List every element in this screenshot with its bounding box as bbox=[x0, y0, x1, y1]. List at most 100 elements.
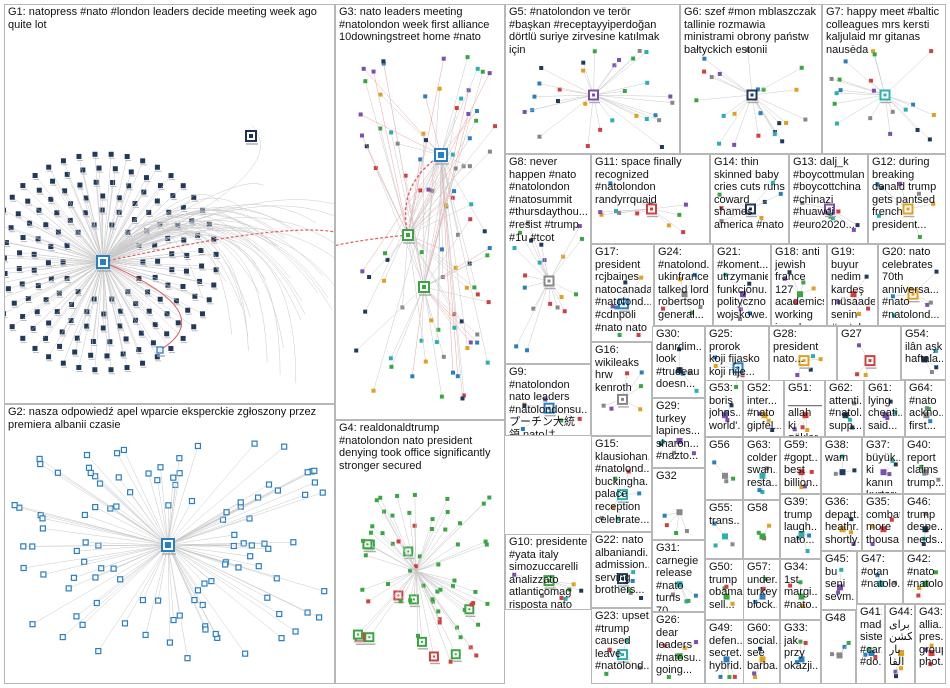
group-graph-g3 bbox=[336, 55, 498, 401]
group-label: G27 bbox=[841, 328, 862, 340]
group-panel-g46: G46: trump despe... needs... bbox=[903, 494, 946, 551]
group-panel-g14: G14: thin skinned baby cries cuts runs c… bbox=[710, 154, 789, 244]
group-graph-g57 bbox=[753, 576, 768, 604]
group-graph-g1 bbox=[5, 125, 334, 384]
group-label: G21: #koment... utrzymanie funkcjonu... … bbox=[717, 246, 768, 321]
group-label: G26: dear leaders #natosu... going... bbox=[656, 614, 702, 677]
group-label: G51: ________ allah ki gökler... bbox=[788, 382, 822, 436]
group-graph-g38 bbox=[833, 454, 857, 476]
group-label: G45: bu seni sevm... bbox=[825, 553, 854, 603]
group-label: G56 bbox=[709, 439, 730, 451]
group-graph-g37 bbox=[880, 458, 898, 477]
group-graph-g18 bbox=[782, 270, 816, 305]
group-graph-g21 bbox=[723, 272, 752, 321]
group-panel-g19: G19: buyur nedim kardeş müsaade senin #n… bbox=[827, 244, 878, 326]
group-panel-g35: G35: combat more thousa... bbox=[862, 494, 903, 551]
group-panel-g39: G39: trump laugh... nato... bbox=[780, 494, 821, 559]
group-label: G22: nato albaniandi... admission... ser… bbox=[595, 534, 649, 597]
group-panel-g62: G62: attenti... #natol... supp... bbox=[825, 380, 864, 437]
group-label: G32 bbox=[656, 470, 677, 482]
group-panel-g58: G58 bbox=[743, 500, 780, 559]
group-panel-g7: G7: happy meet #baltic colleagues mrs ke… bbox=[822, 4, 946, 154]
group-label: G55: trans... bbox=[709, 502, 740, 527]
group-panel-g28: G28: president nato... bbox=[769, 326, 837, 382]
group-label: G15: klausiohan... #natolond... buckingh… bbox=[595, 438, 649, 526]
group-panel-g54: G54: ilân aşk haftala... bbox=[901, 326, 946, 380]
group-panel-g49: G49: defen... secret... hybrid... bbox=[705, 620, 746, 684]
group-graph-g6 bbox=[694, 48, 808, 147]
group-label: G53: boris johns... world'... bbox=[709, 382, 740, 432]
group-label: G49: defen... secret... hybrid... bbox=[709, 622, 743, 672]
group-panel-g50: G50: trump obama sell... bbox=[705, 559, 746, 620]
group-graph-g15 bbox=[599, 469, 642, 521]
group-graph-g33 bbox=[794, 639, 808, 665]
group-panel-g36: G36: depart... heathr... shortly... bbox=[821, 494, 862, 551]
group-panel-g23: G23: upset #trump caused leave #natolond… bbox=[591, 608, 652, 684]
group-panel-g27: G27 bbox=[837, 326, 901, 382]
group-panel-g33: G33: jak przy okazji... bbox=[780, 620, 821, 684]
group-label: G20: nato celebrates 70th anniversa... #… bbox=[882, 246, 940, 321]
group-label: G42: #nato #natolo... bbox=[907, 553, 943, 591]
group-label: G31: carnegie release #nato turns 70... bbox=[656, 542, 699, 612]
group-label: G14: thin skinned baby cries cuts runs c… bbox=[714, 156, 785, 231]
group-graph-g31 bbox=[670, 581, 698, 604]
group-label: G52: inter... #nato gipfel... bbox=[747, 382, 781, 432]
group-label: G63: colder swan... resta... bbox=[747, 439, 777, 489]
group-graph-g10 bbox=[512, 572, 584, 601]
group-graph-g39 bbox=[796, 531, 812, 554]
group-panel-g51: G51: ________ allah ki gökler... bbox=[784, 380, 825, 437]
group-panel-g6: G6: szef #mon mblaszczak tallinie rozmaw… bbox=[680, 4, 822, 154]
group-graph-g54 bbox=[921, 349, 939, 375]
group-panel-g2: G2: nasza odpowiedź apel wparcie eksperc… bbox=[4, 404, 335, 684]
group-label: G28: president nato... bbox=[773, 328, 819, 366]
group-graph-g8 bbox=[512, 220, 584, 353]
group-graph-g58 bbox=[756, 523, 772, 541]
group-graph-g59 bbox=[798, 469, 814, 489]
group-graph-g11 bbox=[598, 181, 688, 235]
group-label: G64: #nato ackno... first... bbox=[909, 382, 943, 432]
group-panel-g32: G32 bbox=[652, 468, 705, 540]
group-panel-g16: G16: wikileaks hrw kenroth bbox=[591, 342, 652, 436]
group-graph-g63 bbox=[757, 466, 769, 495]
group-graph-g34 bbox=[788, 580, 806, 609]
group-graph-g30 bbox=[676, 347, 699, 393]
group-panel-g11: G11: space finally recognized #natolondo… bbox=[591, 154, 710, 244]
group-panel-g38: G38: wam bbox=[821, 437, 862, 494]
group-label: G46: trump despe... needs... bbox=[907, 496, 943, 546]
group-label: G23: upset #trump caused leave #natolond… bbox=[595, 610, 649, 673]
group-panel-g18: G18: anti jewish france 127 academics wo… bbox=[771, 244, 827, 326]
group-panel-g34: G34: 1st margi... #nato... bbox=[780, 559, 821, 620]
group-graph-g64 bbox=[923, 406, 933, 424]
group-panel-g40: G40: report claims trump... bbox=[903, 437, 946, 494]
group-graph-g40 bbox=[919, 464, 941, 482]
group-graph-g53 bbox=[722, 403, 734, 423]
group-label: G13: dalj_k #boycottmulan #boycottchina … bbox=[793, 156, 865, 231]
group-label: G7: happy meet #baltic colleagues mrs ke… bbox=[826, 6, 940, 56]
group-label: G54: ilân aşk haftala... bbox=[905, 328, 943, 366]
group-graph-g4 bbox=[352, 492, 492, 665]
group-panel-g21: G21: #koment... utrzymanie funkcjonu... … bbox=[713, 244, 771, 326]
group-panel-g31: G31: carnegie release #nato turns 70... bbox=[652, 540, 705, 612]
group-graph-g44 bbox=[893, 650, 904, 679]
group-panel-g30: G30: danrdim... look #trudeau doesn... bbox=[652, 326, 705, 398]
group-label: G39: trump laugh... nato... bbox=[784, 496, 818, 546]
group-panel-g22: G22: nato albaniandi... admission... ser… bbox=[591, 532, 652, 608]
group-panel-g12: G12: during breaking donald trump gets p… bbox=[868, 154, 946, 244]
group-panel-g63: G63: colder swan... resta... bbox=[743, 437, 780, 500]
group-panel-g64: G64: #nato ackno... first... bbox=[905, 380, 946, 437]
group-label: G38: wam bbox=[825, 439, 849, 464]
group-graph-g13 bbox=[800, 200, 860, 232]
group-panel-g13: G13: dalj_k #boycottmulan #boycottchina … bbox=[789, 154, 868, 244]
group-graph-g56 bbox=[712, 460, 736, 484]
group-label: G34: 1st margi... #nato... bbox=[784, 561, 818, 611]
group-label: G44: برای نکشن بار القا bbox=[889, 606, 912, 669]
group-label: G60: social... see barba... bbox=[747, 622, 777, 672]
group-label: G40: report claims trump... bbox=[907, 439, 943, 489]
group-label: G30: danrdim... look #trudeau doesn... bbox=[656, 328, 702, 391]
group-label: G24: #natolond... ukinfrance talked lord… bbox=[658, 246, 710, 321]
group-panel-g44: G44: برای نکشن بار القا bbox=[885, 604, 915, 684]
group-label: G6: szef #mon mblaszczak tallinie rozmaw… bbox=[684, 6, 817, 56]
group-label: G5: #natolondon ve terör #başkan #recept… bbox=[509, 6, 660, 56]
